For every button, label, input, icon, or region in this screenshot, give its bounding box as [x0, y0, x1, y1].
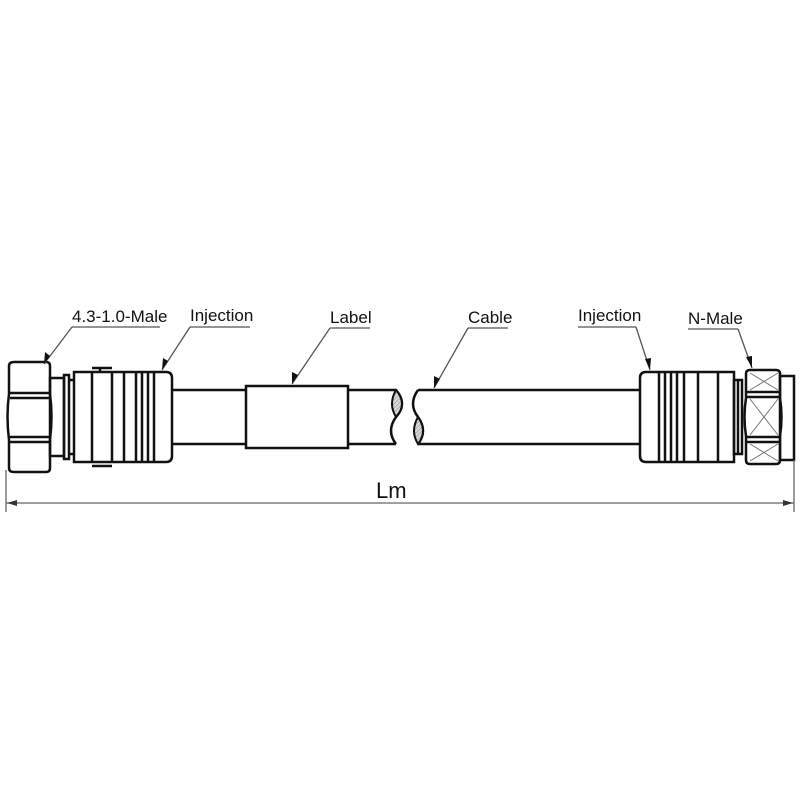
dimension-line — [5, 460, 795, 512]
dimension-length-label: Lm — [376, 478, 407, 503]
leader-lines — [43, 326, 753, 389]
label-left-injection: Injection — [190, 306, 253, 325]
label-right-connector: N-Male — [688, 309, 743, 328]
left-connector-4310-male — [6, 360, 174, 474]
leader-arrowheads — [44, 352, 752, 388]
label-label: Label — [330, 308, 372, 327]
dimension-arrows — [7, 500, 793, 506]
label-sleeve — [244, 384, 350, 450]
hex-face-cross-marks — [749, 372, 779, 462]
cable-right-segment — [411, 388, 640, 446]
break-hatch-left — [391, 388, 403, 419]
label-left-connector: 4.3-1.0-Male — [72, 307, 167, 326]
break-hatch-right — [413, 415, 424, 446]
right-hex-nut — [743, 368, 783, 466]
right-connector-n-male — [638, 368, 796, 466]
left-hex-nut — [6, 360, 53, 474]
label-right-injection: Injection — [578, 306, 641, 325]
cable-left-segment — [172, 384, 404, 450]
label-cable: Cable — [468, 308, 512, 327]
